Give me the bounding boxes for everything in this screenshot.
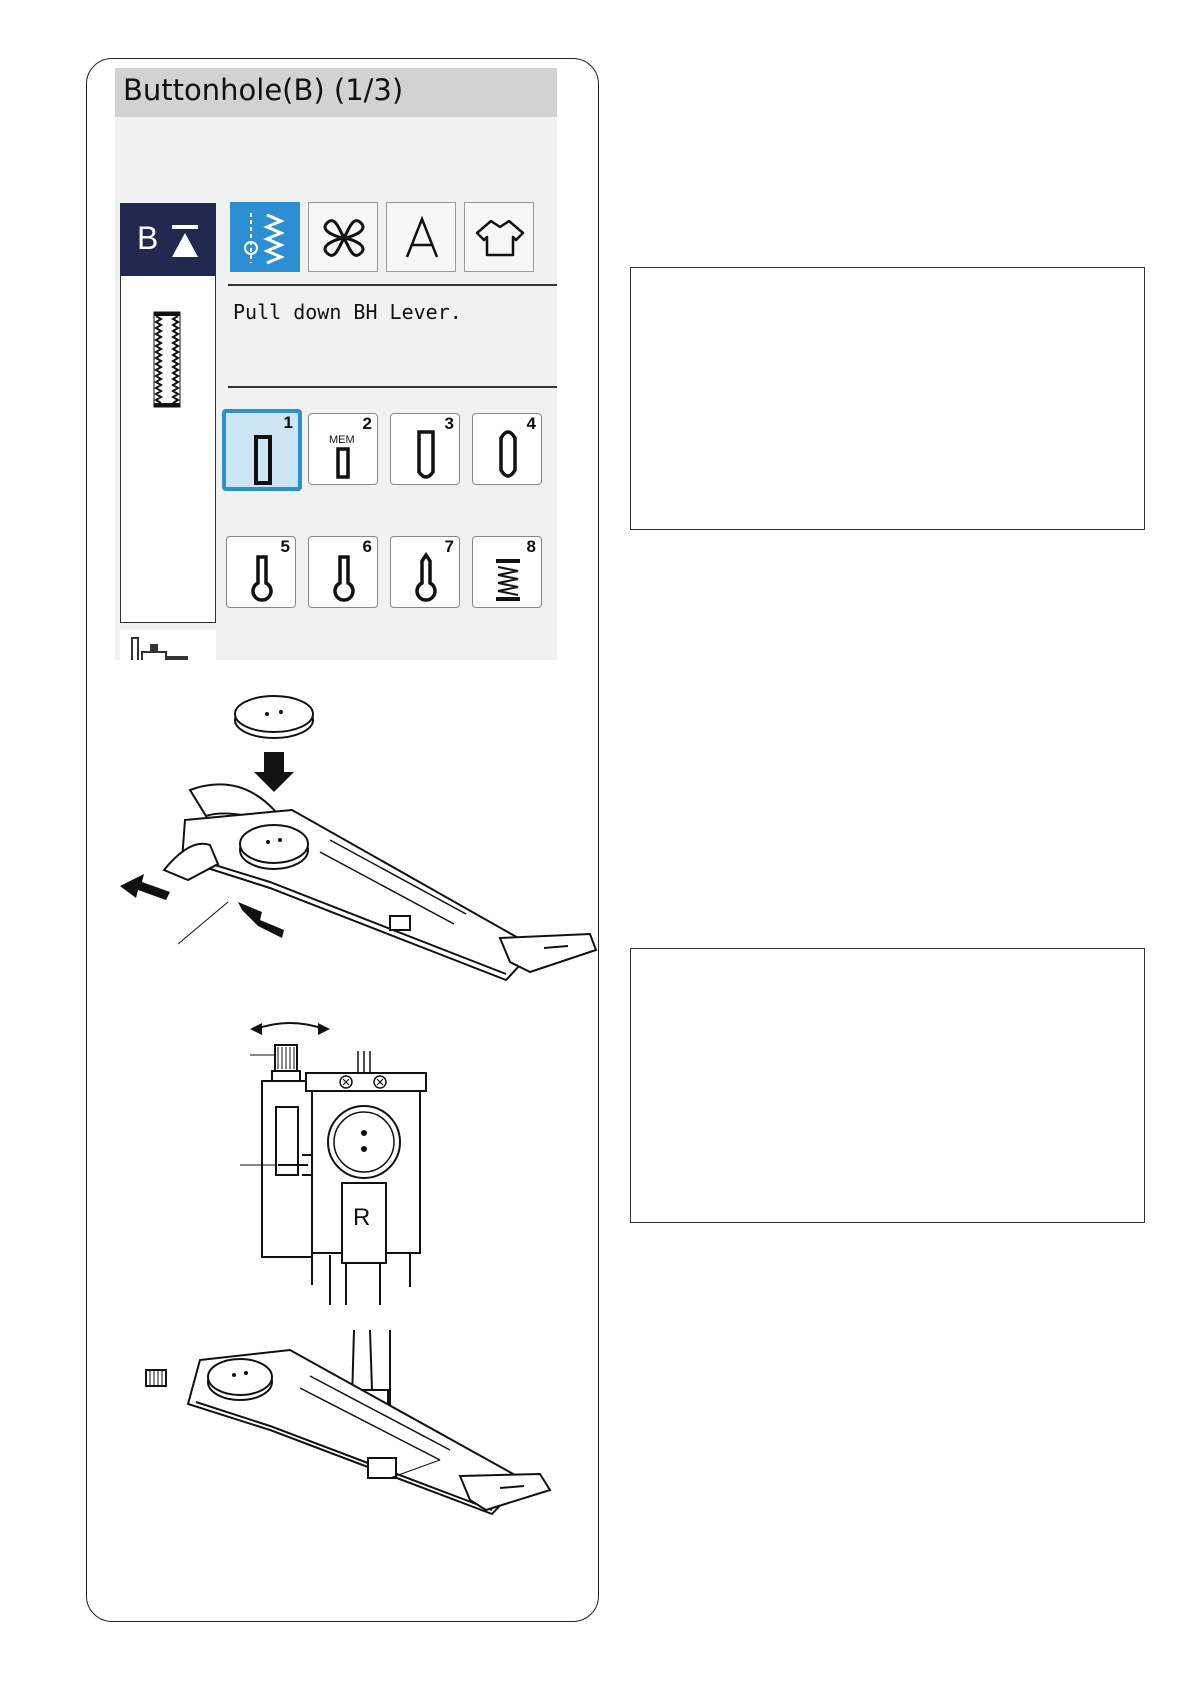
pattern-number: 4	[526, 414, 536, 433]
right-arrow-icon	[238, 902, 284, 938]
pattern-button-3[interactable]: 3	[390, 413, 460, 485]
text-box-bottom	[630, 948, 1145, 1223]
pattern-button-1[interactable]: 1	[222, 409, 302, 491]
foot-top-view-illustration: L S R	[240, 1022, 427, 1305]
divider	[228, 284, 557, 286]
left-arrow-icon	[120, 874, 170, 900]
tab-utility-stitches[interactable]	[230, 202, 300, 272]
memory-tag: MEM	[329, 434, 355, 446]
pattern-button-7[interactable]: 7	[390, 536, 460, 608]
square-buttonhole-icon	[254, 435, 272, 485]
divider	[228, 386, 557, 388]
pattern-button-2[interactable]: 2 MEM	[308, 413, 378, 485]
keyhole-buttonhole-icon	[251, 555, 273, 602]
memory-buttonhole-icon	[336, 447, 350, 479]
pattern-number: 8	[526, 537, 536, 556]
down-arrow-icon	[254, 752, 294, 792]
lcd-screen: Buttonhole(B) (1/3) B	[115, 68, 557, 660]
mode-button[interactable]: B	[120, 203, 216, 276]
buttonhole-foot-illustration	[120, 695, 598, 982]
pattern-number: 3	[444, 414, 454, 433]
letter-a-icon	[405, 215, 439, 258]
mode-label: B	[137, 220, 159, 256]
pattern-button-6[interactable]: 6	[308, 536, 378, 608]
adjust-arrow-icon	[255, 1022, 325, 1030]
pattern-button-5[interactable]: 5	[226, 536, 296, 608]
tab-letters[interactable]	[386, 202, 456, 272]
buttonhole-preview-icon	[153, 311, 181, 408]
attach-foot-illustration	[145, 1330, 552, 1516]
pattern-button-4[interactable]: 4	[472, 413, 542, 485]
text-box-top	[630, 267, 1145, 530]
presser-foot-status-icon	[120, 630, 216, 660]
pattern-button-8[interactable]: 8	[472, 536, 542, 608]
tab-garment[interactable]	[464, 202, 534, 272]
pointed-keyhole-buttonhole-icon	[415, 551, 437, 602]
garment-icon	[475, 219, 525, 257]
decorative-stitch-icon	[323, 219, 365, 257]
pattern-number: 7	[444, 537, 454, 556]
screen-title: Buttonhole(B) (1/3)	[123, 73, 404, 107]
pattern-number: 6	[362, 537, 372, 556]
pattern-number: 2	[362, 414, 372, 433]
pattern-number: 1	[283, 413, 293, 432]
foot-letter: R	[353, 1204, 370, 1231]
rounded-buttonhole-icon	[499, 430, 517, 478]
instruction-message: Pull down BH Lever.	[233, 300, 462, 324]
presser-up-icon	[172, 225, 198, 257]
pattern-number: 5	[280, 537, 290, 556]
title-bar: Buttonhole(B) (1/3)	[115, 68, 557, 117]
satin-buttonhole-icon	[496, 559, 520, 601]
utility-stitch-icon	[244, 213, 285, 265]
keyhole-buttonhole-icon	[333, 555, 355, 602]
round-end-buttonhole-icon	[417, 430, 435, 479]
tab-decorative-stitches[interactable]	[308, 202, 378, 272]
